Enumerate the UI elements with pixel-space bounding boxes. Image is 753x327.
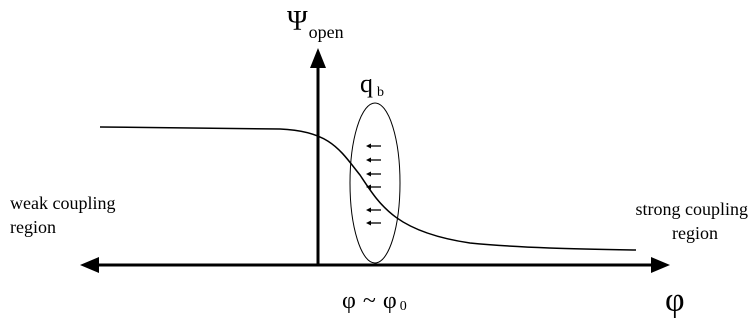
small-arrow: [366, 220, 381, 226]
transition-curve: [99, 126, 637, 251]
small-arrow: [366, 157, 381, 163]
small-arrow: [366, 184, 381, 190]
right-arrowhead: [651, 257, 670, 273]
up-arrowhead: [310, 48, 326, 68]
weak-coupling-label: weak coupling: [10, 193, 115, 213]
vertical-axis: [310, 48, 326, 265]
strong-coupling-label: strong coupling: [636, 199, 749, 219]
small-arrow: [366, 207, 381, 213]
small-arrow: [366, 171, 381, 177]
weak-region-label: region: [10, 217, 56, 237]
charge-arrows: [366, 143, 381, 226]
transition-ellipse: [349, 102, 401, 264]
strong-region-label: region: [672, 223, 718, 243]
y-axis-label: Ψopen: [287, 6, 344, 42]
small-arrow: [366, 143, 381, 149]
left-arrowhead: [80, 257, 99, 273]
horizontal-axis: [80, 257, 670, 273]
x-axis-label: φ: [665, 282, 685, 319]
